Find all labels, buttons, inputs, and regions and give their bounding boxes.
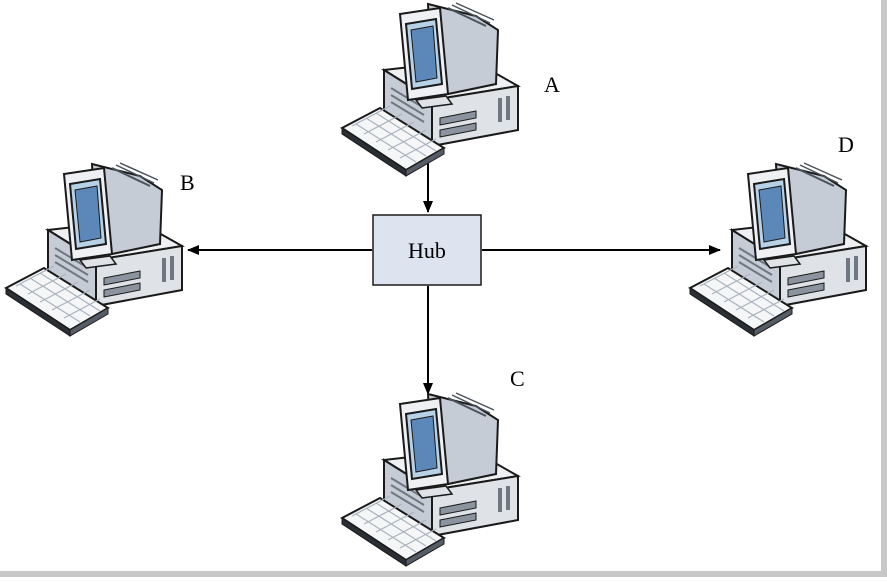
computer-label-a: A <box>544 72 560 97</box>
desktop-computer-icon <box>341 392 519 567</box>
frame-border-right <box>881 0 887 577</box>
hub-box <box>372 214 482 286</box>
computer-b: B <box>5 162 195 337</box>
computer-c: C <box>341 366 525 567</box>
computer-d: D <box>689 132 867 337</box>
hub-label: Hub <box>408 238 446 263</box>
computer-label-d: D <box>838 132 854 157</box>
desktop-computer-icon <box>5 162 183 337</box>
computer-label-b: B <box>180 170 195 195</box>
desktop-computer-icon <box>341 2 519 177</box>
frame-border-bottom <box>0 571 887 577</box>
hub-node: Hub <box>372 214 482 286</box>
computer-label-c: C <box>510 366 525 391</box>
computer-a: A <box>341 2 560 177</box>
